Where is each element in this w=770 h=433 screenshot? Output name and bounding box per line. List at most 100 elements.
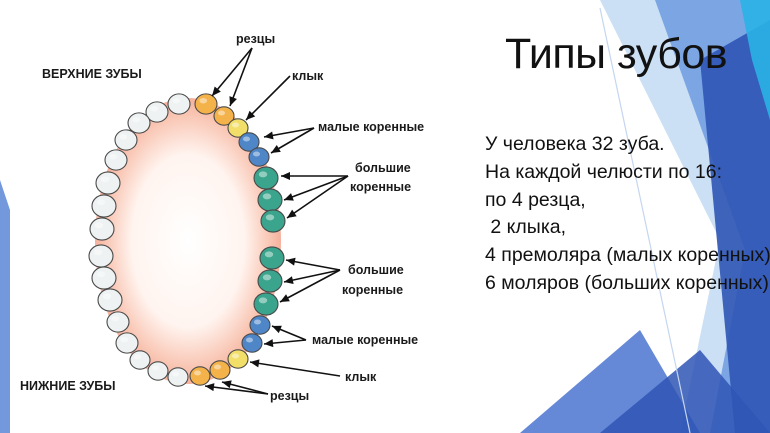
tooth-highlight: [132, 116, 141, 123]
tooth-highlight: [111, 315, 120, 322]
arrowhead: [212, 86, 221, 96]
lower-molar: [259, 246, 285, 270]
pointer-line: [283, 269, 341, 283]
arrowhead: [264, 339, 274, 348]
lower-incisor: [209, 360, 231, 380]
tooth-highlight: [232, 353, 239, 359]
upper-tooth: [127, 112, 151, 134]
label-molars-bottom-line1: большие: [348, 263, 404, 277]
upper-molar: [260, 209, 286, 233]
tooth-highlight: [258, 297, 268, 304]
tooth-highlight: [232, 122, 239, 128]
upper-tooth: [145, 101, 169, 123]
upper-tooth: [167, 93, 191, 115]
upper-tooth: [114, 129, 138, 151]
tooth-highlight: [253, 151, 260, 157]
lower-tooth: [167, 367, 189, 387]
tooth-highlight: [262, 274, 272, 281]
lower-canine: [227, 349, 249, 369]
tooth-highlight: [119, 133, 128, 140]
upper-tooth: [104, 149, 128, 171]
arrowhead: [281, 172, 290, 180]
pointer-line: [211, 47, 253, 97]
lower-tooth: [97, 288, 123, 312]
tooth-highlight: [243, 136, 250, 142]
lower-tooth: [106, 311, 130, 333]
tooth-highlight: [96, 271, 106, 278]
body-line: 2 клыка,: [485, 216, 567, 239]
lower-incisor: [189, 366, 211, 386]
label-canine-top: клык: [292, 69, 324, 83]
accent-line: [599, 7, 691, 433]
arrowhead: [229, 96, 237, 106]
right-accent-shape-dark: [700, 20, 770, 433]
pointer-line: [283, 175, 349, 201]
label-incisors-bottom: резцы: [270, 389, 309, 403]
arrowhead: [272, 325, 282, 334]
label-incisors-top: резцы: [236, 32, 275, 46]
tooth-highlight: [218, 110, 225, 116]
label-molars-top-line2: коренные: [350, 180, 411, 194]
arrowhead: [271, 145, 281, 153]
tooth-highlight: [94, 222, 104, 229]
pointer-arrows: [204, 47, 349, 395]
label-canine-bottom: клык: [345, 370, 377, 384]
tooth-highlight: [150, 105, 159, 112]
tooth-highlight: [93, 249, 103, 256]
body-line: У человека 32 зуба.: [485, 133, 665, 155]
upper-jaw-label: ВЕРХНИЕ ЗУБЫ: [42, 67, 142, 81]
tooth-highlight: [246, 337, 253, 343]
tooth-highlight: [199, 97, 208, 104]
upper-tooth: [91, 194, 117, 218]
tooth-highlight: [96, 199, 106, 206]
lower-molar: [257, 269, 283, 293]
teeth-diagram: ВЕРХНИЕ ЗУБЫ НИЖНИЕ ЗУБЫ резцы клык малы…: [20, 32, 424, 403]
lower-tooth: [115, 332, 139, 354]
arrowhead: [264, 131, 274, 140]
tooth-highlight: [100, 176, 110, 183]
upper-tooth: [95, 171, 121, 195]
upper-tooth: [89, 217, 115, 241]
lower-molar: [253, 292, 279, 316]
lower-premolar: [249, 315, 271, 335]
arrowhead: [280, 294, 290, 302]
pointer-line: [286, 175, 349, 219]
arrowhead: [286, 257, 296, 266]
tooth-highlight: [134, 354, 141, 360]
tooth-highlight: [120, 336, 129, 343]
body-line: 4 премоляра (малых коренных),: [485, 244, 770, 267]
arrowhead: [246, 110, 256, 120]
tooth-highlight: [194, 370, 201, 376]
slide-title: Типы зубов: [505, 30, 728, 78]
palate: [95, 98, 281, 384]
arrowhead: [284, 193, 294, 201]
tooth-highlight: [109, 153, 118, 160]
tooth-highlight: [172, 371, 179, 377]
lower-tooth: [147, 361, 169, 381]
upper-incisor: [194, 93, 218, 115]
lower-jaw-label: НИЖНИЕ ЗУБЫ: [20, 379, 115, 393]
upper-molar: [253, 166, 279, 190]
body-line: На каждой челюсти по 16:: [485, 160, 723, 183]
upper-premolar: [238, 132, 260, 152]
left-accent-shape: [0, 180, 10, 433]
body-line: по 4 резца,: [485, 188, 586, 211]
tooth-highlight: [264, 251, 274, 258]
pointer-line: [249, 361, 341, 377]
pointer-line: [279, 269, 341, 303]
lower-tooth: [91, 266, 117, 290]
label-premolars-bottom: малые коренные: [312, 333, 418, 347]
upper-incisor: [213, 106, 235, 126]
arrowhead: [287, 209, 297, 218]
arrowhead: [222, 380, 232, 389]
teeth-group: [88, 93, 286, 387]
pointer-line: [204, 385, 269, 395]
tooth-highlight: [258, 171, 268, 178]
tooth-highlight: [102, 293, 112, 300]
label-molars-top-line1: большие: [355, 161, 411, 175]
lower-tooth: [88, 244, 114, 268]
lower-premolar: [241, 333, 263, 353]
tooth-highlight: [152, 365, 159, 371]
upper-molar: [257, 188, 283, 212]
